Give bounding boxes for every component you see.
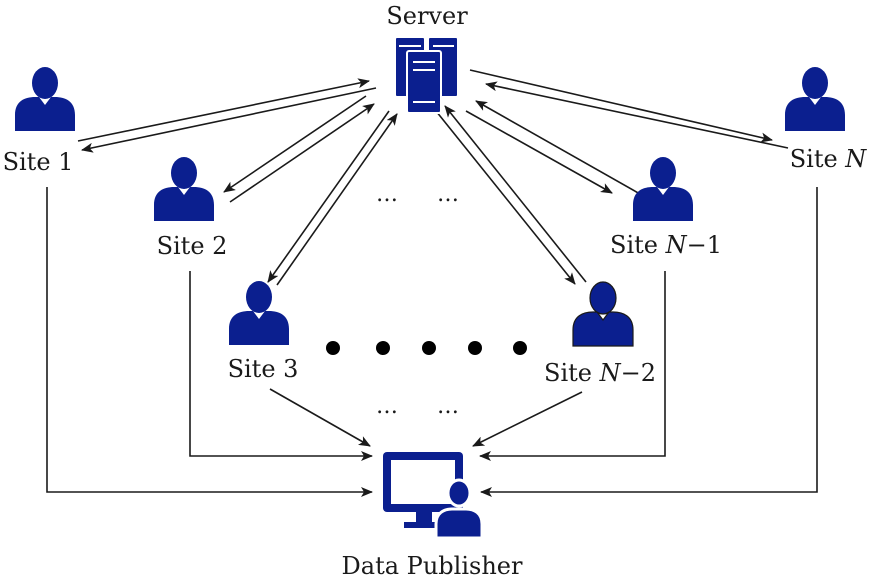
site3-user-icon: [229, 281, 289, 345]
link-site2-to-publisher: [189, 271, 373, 461]
link-siteN1-to-publisher: [479, 271, 666, 461]
ellipsis-lower-left: …: [376, 394, 398, 419]
link-server-to-site2: [223, 95, 367, 193]
dots-row: [326, 341, 527, 355]
link-siteN2-to-server: [444, 105, 587, 283]
link-server-to-site3: [267, 110, 390, 283]
link-server-to-siteN: [469, 69, 773, 143]
server-icon: [394, 36, 459, 114]
site1-node: Site 1: [3, 67, 75, 176]
site1-user-icon: [15, 67, 75, 131]
dot: [468, 341, 482, 355]
link-siteN1-to-server: [475, 100, 641, 195]
siteN2-user-icon: [572, 281, 634, 347]
siteN2-node: Site N−2: [544, 281, 656, 387]
site2-label: Site 2: [157, 232, 228, 260]
publisher-label: Data Publisher: [342, 552, 523, 580]
link-site1-to-publisher: [46, 187, 373, 497]
siteN-label: Site N: [790, 145, 868, 173]
siteN1-node: Site N−1: [610, 157, 722, 259]
server-label: Server: [386, 2, 468, 30]
link-siteN-to-server: [485, 81, 789, 149]
site1-label: Site 1: [3, 148, 74, 176]
link-server-to-siteN2: [435, 110, 576, 285]
server-links: [77, 69, 789, 286]
link-server-to-siteN1: [465, 110, 613, 194]
dot: [513, 341, 527, 355]
site3-node: Site 3: [228, 281, 299, 383]
site2-node: Site 2: [154, 157, 227, 260]
dot: [422, 341, 436, 355]
site3-label: Site 3: [228, 355, 299, 383]
dot: [376, 341, 390, 355]
link-site2-to-server: [229, 103, 375, 203]
server-node: Server: [386, 2, 468, 114]
ellipsis-lower-right: …: [437, 394, 459, 419]
siteN1-user-icon: [633, 157, 693, 221]
publisher-node: Data Publisher: [342, 452, 523, 580]
siteN1-label: Site N−1: [610, 231, 722, 259]
link-site3-to-publisher: [269, 388, 371, 447]
site2-user-icon: [154, 157, 214, 221]
siteN2-label: Site N−2: [544, 359, 656, 387]
siteN-user-icon: [785, 67, 845, 131]
ellipsis-upper-right: …: [437, 182, 459, 207]
link-site1-to-server: [77, 78, 370, 142]
monitor-user-icon: [383, 452, 484, 540]
link-site3-to-server: [276, 113, 398, 286]
dot: [326, 341, 340, 355]
publisher-links: [46, 187, 818, 497]
link-siteN-to-publisher: [480, 187, 818, 497]
link-server-to-site1: [81, 87, 377, 153]
link-siteN2-to-publisher: [472, 391, 583, 447]
siteN-node: Site N: [785, 67, 867, 173]
ellipsis-upper-left: …: [376, 182, 398, 207]
